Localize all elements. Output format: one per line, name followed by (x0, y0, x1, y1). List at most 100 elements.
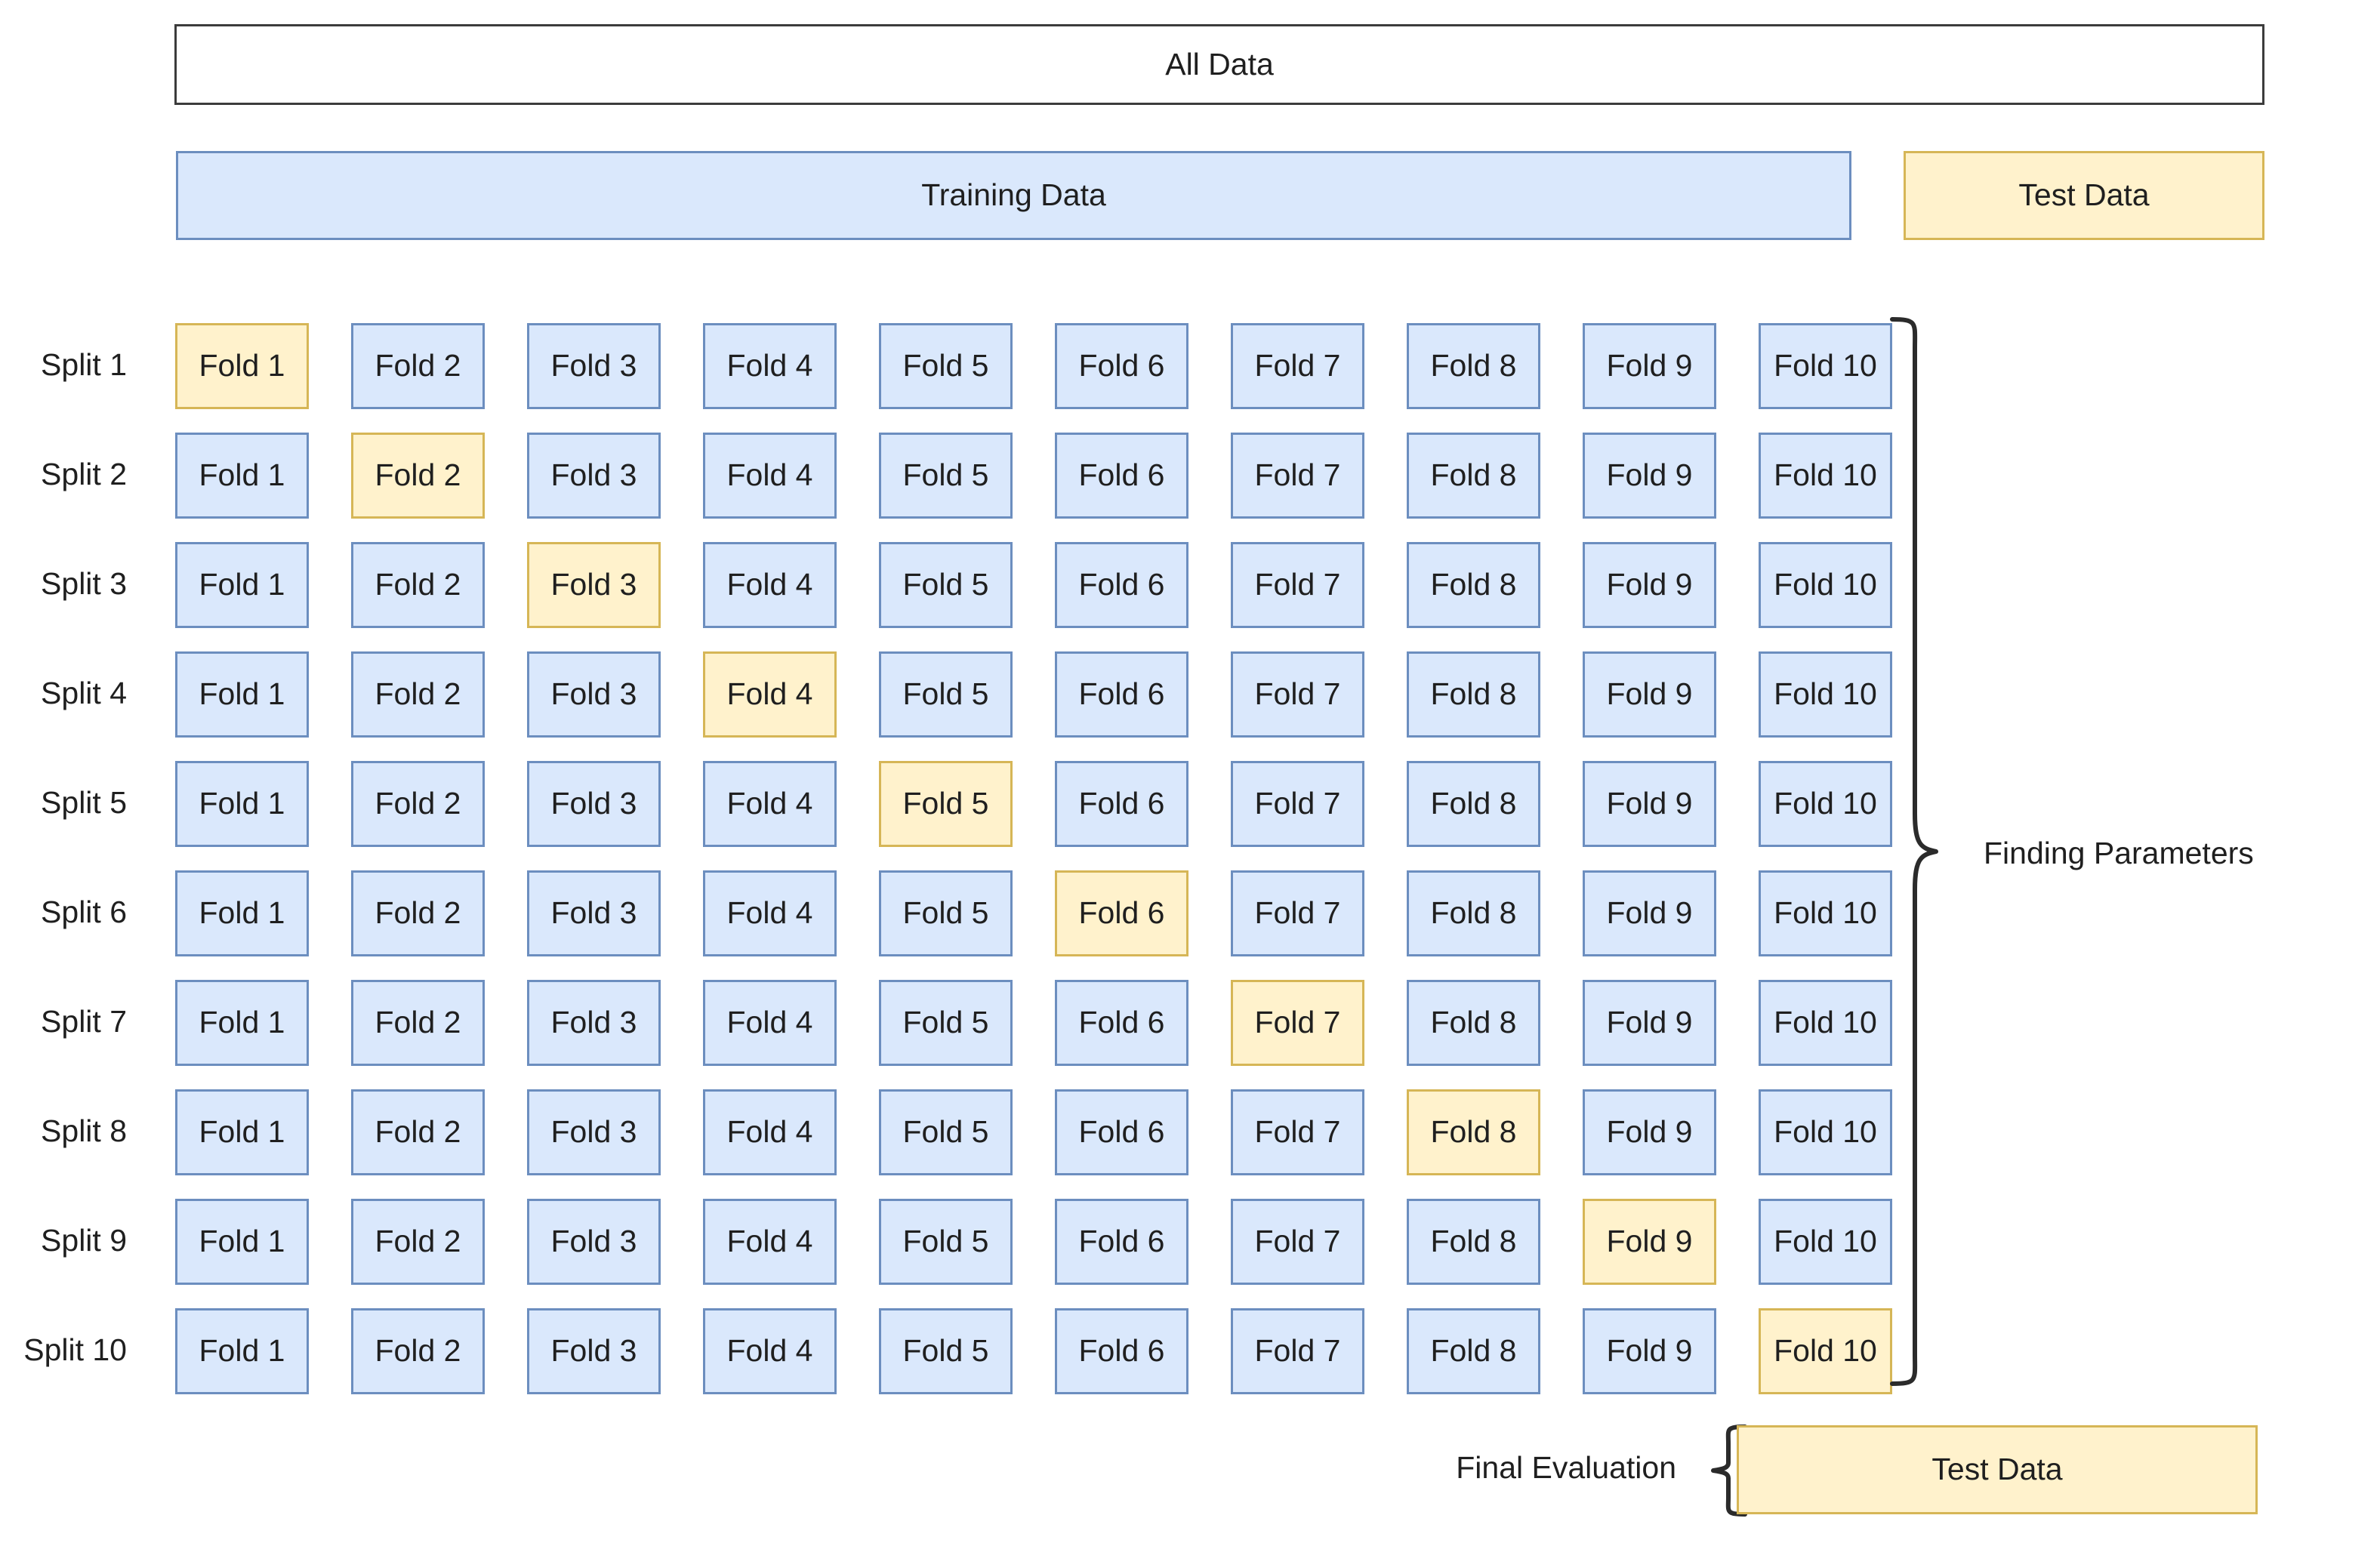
fold-cell-s6-f10[interactable]: Fold 10 (1759, 870, 1892, 956)
fold-cell-s5-f5[interactable]: Fold 5 (879, 761, 1013, 847)
fold-cell-s4-f8[interactable]: Fold 8 (1407, 651, 1540, 738)
fold-cell-s5-f7[interactable]: Fold 7 (1231, 761, 1364, 847)
fold-cell-s10-f6[interactable]: Fold 6 (1055, 1308, 1188, 1394)
fold-cell-s3-f7[interactable]: Fold 7 (1231, 542, 1364, 628)
fold-cell-s6-f8[interactable]: Fold 8 (1407, 870, 1540, 956)
fold-cell-s10-f4[interactable]: Fold 4 (703, 1308, 837, 1394)
fold-cell-s8-f2[interactable]: Fold 2 (351, 1089, 485, 1175)
fold-cell-s10-f10[interactable]: Fold 10 (1759, 1308, 1892, 1394)
fold-cell-s3-f4[interactable]: Fold 4 (703, 542, 837, 628)
fold-cell-s4-f3[interactable]: Fold 3 (527, 651, 661, 738)
fold-cell-s9-f6[interactable]: Fold 6 (1055, 1199, 1188, 1285)
fold-cell-s5-f10[interactable]: Fold 10 (1759, 761, 1892, 847)
fold-cell-s3-f6[interactable]: Fold 6 (1055, 542, 1188, 628)
fold-cell-s10-f3[interactable]: Fold 3 (527, 1308, 661, 1394)
fold-cell-s2-f3[interactable]: Fold 3 (527, 433, 661, 519)
fold-cell-s8-f10[interactable]: Fold 10 (1759, 1089, 1892, 1175)
fold-cell-s4-f6[interactable]: Fold 6 (1055, 651, 1188, 738)
fold-cell-s1-f6[interactable]: Fold 6 (1055, 323, 1188, 409)
fold-cell-s4-f9[interactable]: Fold 9 (1583, 651, 1716, 738)
fold-cell-s10-f7[interactable]: Fold 7 (1231, 1308, 1364, 1394)
fold-cell-s4-f5[interactable]: Fold 5 (879, 651, 1013, 738)
fold-cell-s2-f4[interactable]: Fold 4 (703, 433, 837, 519)
fold-cell-s3-f9[interactable]: Fold 9 (1583, 542, 1716, 628)
fold-cell-s5-f8[interactable]: Fold 8 (1407, 761, 1540, 847)
fold-cell-s9-f2[interactable]: Fold 2 (351, 1199, 485, 1285)
fold-cell-s1-f9[interactable]: Fold 9 (1583, 323, 1716, 409)
fold-cell-s6-f5[interactable]: Fold 5 (879, 870, 1013, 956)
fold-cell-s7-f10[interactable]: Fold 10 (1759, 980, 1892, 1066)
fold-cell-s3-f2[interactable]: Fold 2 (351, 542, 485, 628)
fold-cell-s1-f5[interactable]: Fold 5 (879, 323, 1013, 409)
fold-cell-s2-f7[interactable]: Fold 7 (1231, 433, 1364, 519)
fold-cell-s7-f5[interactable]: Fold 5 (879, 980, 1013, 1066)
fold-cell-s6-f4[interactable]: Fold 4 (703, 870, 837, 956)
fold-cell-s9-f5[interactable]: Fold 5 (879, 1199, 1013, 1285)
fold-cell-s8-f8[interactable]: Fold 8 (1407, 1089, 1540, 1175)
fold-cell-s8-f5[interactable]: Fold 5 (879, 1089, 1013, 1175)
fold-cell-s7-f3[interactable]: Fold 3 (527, 980, 661, 1066)
fold-cell-s7-f9[interactable]: Fold 9 (1583, 980, 1716, 1066)
fold-cell-s9-f9[interactable]: Fold 9 (1583, 1199, 1716, 1285)
fold-cell-s2-f2[interactable]: Fold 2 (351, 433, 485, 519)
fold-cell-s8-f9[interactable]: Fold 9 (1583, 1089, 1716, 1175)
fold-cell-s5-f9[interactable]: Fold 9 (1583, 761, 1716, 847)
fold-cell-s10-f9[interactable]: Fold 9 (1583, 1308, 1716, 1394)
fold-cell-s8-f3[interactable]: Fold 3 (527, 1089, 661, 1175)
fold-cell-s3-f1[interactable]: Fold 1 (175, 542, 309, 628)
fold-cell-s5-f6[interactable]: Fold 6 (1055, 761, 1188, 847)
fold-cell-s3-f8[interactable]: Fold 8 (1407, 542, 1540, 628)
fold-cell-s7-f2[interactable]: Fold 2 (351, 980, 485, 1066)
fold-cell-s5-f3[interactable]: Fold 3 (527, 761, 661, 847)
fold-cell-s5-f1[interactable]: Fold 1 (175, 761, 309, 847)
fold-cell-s4-f2[interactable]: Fold 2 (351, 651, 485, 738)
fold-cell-s8-f4[interactable]: Fold 4 (703, 1089, 837, 1175)
fold-cell-s2-f6[interactable]: Fold 6 (1055, 433, 1188, 519)
fold-cell-s2-f9[interactable]: Fold 9 (1583, 433, 1716, 519)
fold-cell-s7-f8[interactable]: Fold 8 (1407, 980, 1540, 1066)
fold-cell-s9-f7[interactable]: Fold 7 (1231, 1199, 1364, 1285)
fold-cell-s7-f7[interactable]: Fold 7 (1231, 980, 1364, 1066)
fold-cell-s2-f1[interactable]: Fold 1 (175, 433, 309, 519)
fold-cell-s8-f7[interactable]: Fold 7 (1231, 1089, 1364, 1175)
fold-cell-s9-f3[interactable]: Fold 3 (527, 1199, 661, 1285)
fold-cell-s10-f2[interactable]: Fold 2 (351, 1308, 485, 1394)
fold-cell-s6-f3[interactable]: Fold 3 (527, 870, 661, 956)
fold-cell-s10-f5[interactable]: Fold 5 (879, 1308, 1013, 1394)
fold-cell-s4-f4[interactable]: Fold 4 (703, 651, 837, 738)
fold-cell-s1-f7[interactable]: Fold 7 (1231, 323, 1364, 409)
fold-cell-s4-f7[interactable]: Fold 7 (1231, 651, 1364, 738)
fold-cell-s9-f4[interactable]: Fold 4 (703, 1199, 837, 1285)
fold-cell-s1-f4[interactable]: Fold 4 (703, 323, 837, 409)
fold-cell-s2-f8[interactable]: Fold 8 (1407, 433, 1540, 519)
fold-cell-s5-f2[interactable]: Fold 2 (351, 761, 485, 847)
fold-cell-s9-f8[interactable]: Fold 8 (1407, 1199, 1540, 1285)
fold-cell-s8-f6[interactable]: Fold 6 (1055, 1089, 1188, 1175)
fold-cell-s10-f1[interactable]: Fold 1 (175, 1308, 309, 1394)
fold-cell-s1-f3[interactable]: Fold 3 (527, 323, 661, 409)
fold-cell-s1-f10[interactable]: Fold 10 (1759, 323, 1892, 409)
fold-cell-s4-f1[interactable]: Fold 1 (175, 651, 309, 738)
fold-cell-s2-f5[interactable]: Fold 5 (879, 433, 1013, 519)
fold-cell-s9-f1[interactable]: Fold 1 (175, 1199, 309, 1285)
fold-cell-s9-f10[interactable]: Fold 10 (1759, 1199, 1892, 1285)
fold-cell-s1-f1[interactable]: Fold 1 (175, 323, 309, 409)
fold-cell-s7-f1[interactable]: Fold 1 (175, 980, 309, 1066)
fold-cell-s3-f5[interactable]: Fold 5 (879, 542, 1013, 628)
fold-cell-s6-f9[interactable]: Fold 9 (1583, 870, 1716, 956)
fold-cell-s7-f6[interactable]: Fold 6 (1055, 980, 1188, 1066)
fold-cell-s3-f3[interactable]: Fold 3 (527, 542, 661, 628)
fold-cell-s7-f4[interactable]: Fold 4 (703, 980, 837, 1066)
fold-cell-s10-f8[interactable]: Fold 8 (1407, 1308, 1540, 1394)
fold-cell-s1-f2[interactable]: Fold 2 (351, 323, 485, 409)
fold-cell-s2-f10[interactable]: Fold 10 (1759, 433, 1892, 519)
fold-cell-s3-f10[interactable]: Fold 10 (1759, 542, 1892, 628)
fold-cell-s4-f10[interactable]: Fold 10 (1759, 651, 1892, 738)
fold-cell-s1-f8[interactable]: Fold 8 (1407, 323, 1540, 409)
fold-cell-s6-f7[interactable]: Fold 7 (1231, 870, 1364, 956)
fold-cell-s5-f4[interactable]: Fold 4 (703, 761, 837, 847)
fold-cell-s8-f1[interactable]: Fold 1 (175, 1089, 309, 1175)
fold-cell-s6-f6[interactable]: Fold 6 (1055, 870, 1188, 956)
fold-cell-s6-f2[interactable]: Fold 2 (351, 870, 485, 956)
fold-cell-s6-f1[interactable]: Fold 1 (175, 870, 309, 956)
